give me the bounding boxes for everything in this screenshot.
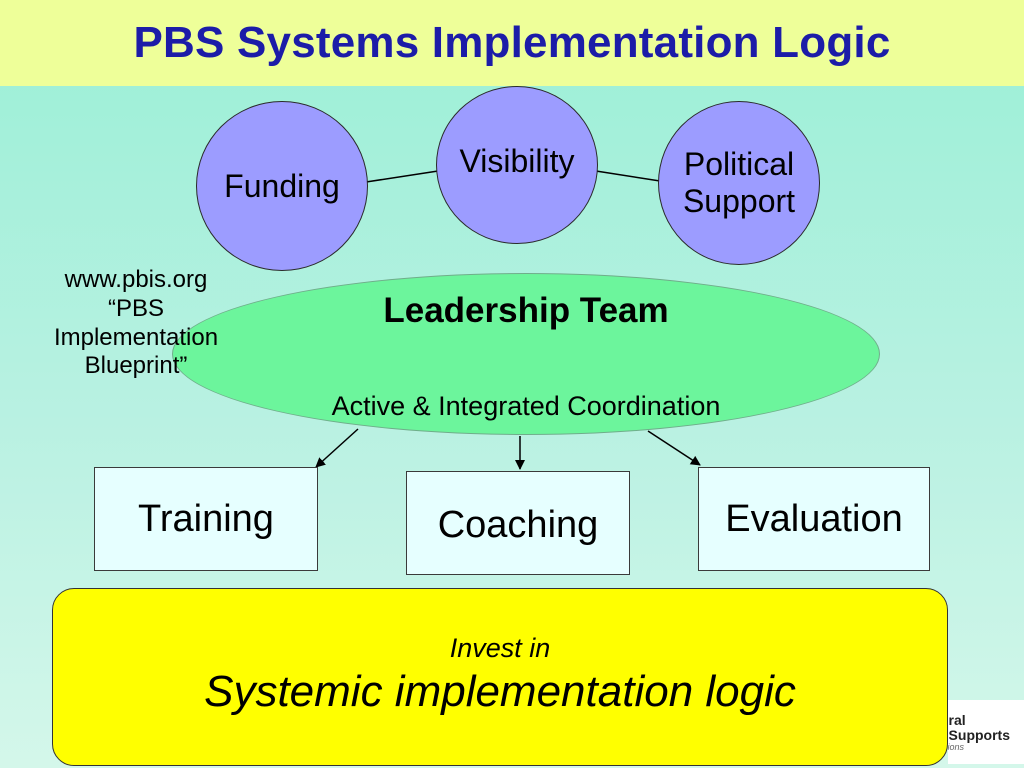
visibility-circle: Visibility: [436, 86, 598, 244]
funding-circle: Funding: [196, 101, 368, 271]
leadership-team-ellipse: [172, 273, 880, 435]
political-label: Political: [683, 146, 795, 183]
blueprint-line-2: “PBS: [107, 294, 164, 322]
leadership-team-subtitle: Active & Integrated Coordination: [331, 391, 721, 421]
invest-headline: Systemic implementation logic: [204, 667, 796, 716]
support-label: Support: [682, 183, 796, 219]
title-bar: PBS Systems Implementation Logic: [0, 0, 1024, 86]
organization-logo: oral t Supports ntions: [948, 700, 1024, 764]
blueprint-line-4: Blueprint”: [84, 352, 188, 380]
evaluation-label: Evaluation: [725, 498, 903, 540]
logo-text-1: oral: [948, 712, 966, 728]
funding-label: Funding: [224, 167, 340, 204]
training-box: Training: [94, 467, 318, 571]
invest-callout: Invest in Systemic implementation logic: [52, 588, 948, 766]
blueprint-reference: www.pbis.org “PBS Implementation Bluepri…: [18, 266, 254, 381]
logo-text-2: t Supports: [948, 727, 1010, 743]
coaching-label: Coaching: [437, 504, 599, 546]
training-label: Training: [138, 498, 274, 540]
logo-text-3: ntions: [948, 742, 965, 752]
invest-label: Invest in: [449, 633, 551, 663]
page-title: PBS Systems Implementation Logic: [133, 18, 891, 67]
political-support-circle: Political Support: [658, 101, 820, 265]
arrow-to-training: [315, 428, 359, 468]
evaluation-box: Evaluation: [698, 467, 930, 571]
visibility-political-line: [595, 170, 661, 182]
leadership-team-title: Leadership Team: [383, 291, 669, 330]
coaching-box: Coaching: [406, 471, 630, 575]
funding-visibility-line: [365, 170, 439, 183]
arrow-to-evaluation: [647, 430, 701, 466]
blueprint-url: www.pbis.org: [64, 266, 208, 293]
blueprint-line-3: Implementation: [53, 323, 219, 351]
visibility-label: Visibility: [459, 143, 575, 179]
